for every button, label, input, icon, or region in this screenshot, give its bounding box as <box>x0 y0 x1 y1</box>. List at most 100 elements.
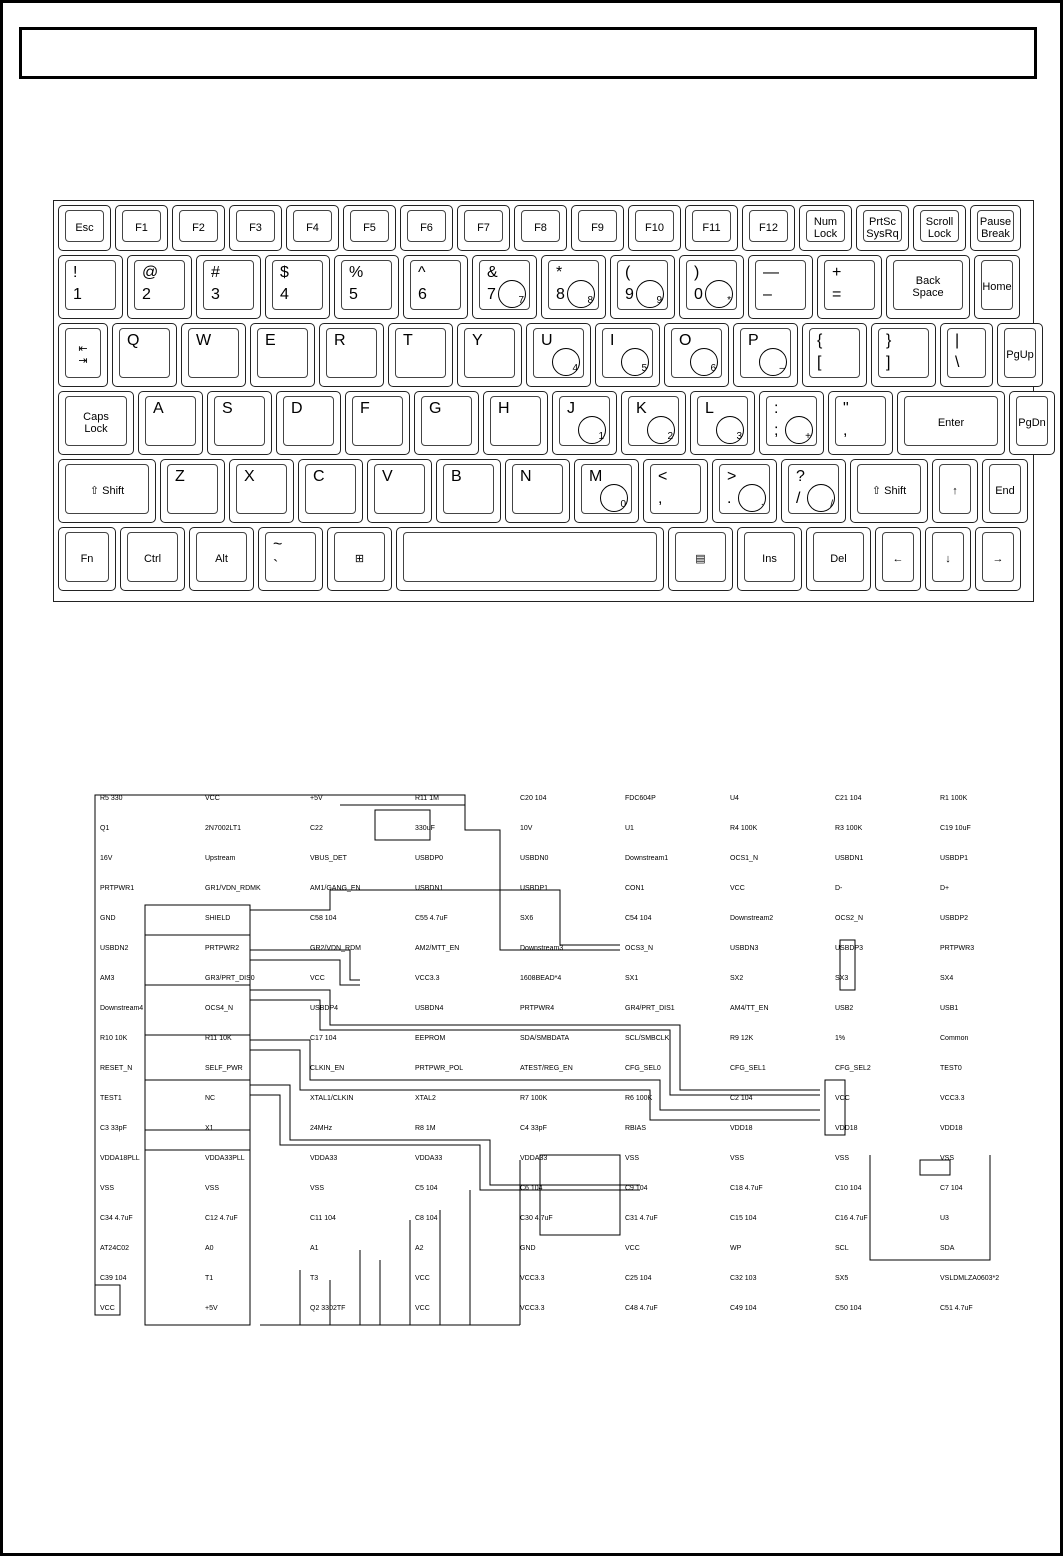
schematic-label: 16V <box>100 855 113 862</box>
schematic-label: OCS2_N <box>835 915 863 922</box>
key-5-3: ~` <box>258 527 323 591</box>
schematic-label: CFG_SEL0 <box>625 1065 661 1072</box>
schematic-label: A0 <box>205 1245 214 1252</box>
schematic-label: VSLDMLZA0603*2 <box>940 1275 999 1282</box>
key-4-2: X <box>229 459 294 523</box>
key-5-10: ↓ <box>925 527 971 591</box>
schematic-label: EEPROM <box>415 1035 446 1042</box>
key-1-9: )0* <box>679 255 744 319</box>
schematic-label: VCC3.3 <box>520 1305 545 1312</box>
schematic-label: C18 4.7uF <box>730 1185 763 1192</box>
schematic-label: USBDP2 <box>940 915 968 922</box>
schematic-label: C22 <box>310 825 323 832</box>
schematic-label: SX1 <box>625 975 638 982</box>
key-4-12: ↑ <box>932 459 978 523</box>
schematic-label: USBDN0 <box>520 855 549 862</box>
schematic-label: C25 104 <box>625 1275 652 1282</box>
schematic-label: VSS <box>310 1185 324 1192</box>
schematic-label: NC <box>205 1095 215 1102</box>
schematic-label: USBDN2 <box>100 945 129 952</box>
key-3-10: :;+ <box>759 391 824 455</box>
crystal-x1 <box>94 1284 121 1316</box>
schematic-label: C17 104 <box>310 1035 337 1042</box>
schematic-label: SCL <box>835 1245 849 1252</box>
key-5-9: ← <box>875 527 921 591</box>
connector-con1 <box>839 939 856 991</box>
key-1-4: %5 <box>334 255 399 319</box>
schematic-label: AM1/GANG_EN <box>310 885 361 892</box>
schematic-label: SELF_PWR <box>205 1065 243 1072</box>
schematic-label: Upstream <box>205 855 236 862</box>
schematic-label: D- <box>835 885 843 892</box>
schematic-label: C10 104 <box>835 1185 862 1192</box>
schematic-label: C7 104 <box>940 1185 963 1192</box>
key-5-4: ⊞ <box>327 527 392 591</box>
schematic-label: A2 <box>415 1245 424 1252</box>
chip-q2 <box>919 1159 951 1176</box>
schematic-label: AT24C02 <box>100 1245 129 1252</box>
chip-u1 <box>144 904 251 1326</box>
schematic-label: R9 12K <box>730 1035 754 1042</box>
schematic-label: USBDN4 <box>415 1005 444 1012</box>
schematic-label: R1 100K <box>940 795 968 802</box>
schematic-label: GR1/VDN_RDMK <box>205 885 261 892</box>
schematic-label: USBDP0 <box>415 855 443 862</box>
schematic-label: VDDA33PLL <box>205 1155 245 1162</box>
key-4-13: End <box>982 459 1028 523</box>
schematic-label: U1 <box>625 825 634 832</box>
schematic-label: Downstream1 <box>625 855 668 862</box>
schematic-label: R11 1M <box>415 795 439 802</box>
schematic-label: C32 103 <box>730 1275 757 1282</box>
key-1-3: $4 <box>265 255 330 319</box>
schematic-label: R6 100K <box>625 1095 653 1102</box>
schematic-label: OCS4_N <box>205 1005 233 1012</box>
schematic-label: C55 4.7uF <box>415 915 448 922</box>
schematic-label: C19 10uF <box>940 825 971 832</box>
schematic-label: VSS <box>625 1155 639 1162</box>
key-3-13: PgDn <box>1009 391 1055 455</box>
schematic-label: PRTPWR1 <box>100 885 134 892</box>
key-4-3: C <box>298 459 363 523</box>
schematic-label: VDD18 <box>730 1125 753 1132</box>
key-0-8: F8 <box>514 205 567 251</box>
schematic-label: C16 4.7uF <box>835 1215 868 1222</box>
schematic-label: VCC3.3 <box>940 1095 965 1102</box>
key-0-12: F12 <box>742 205 795 251</box>
schematic-label: +5V <box>205 1305 218 1312</box>
schematic-label: VCC <box>100 1305 115 1312</box>
schematic-label: VSS <box>205 1185 219 1192</box>
schematic-label: VCC <box>625 1245 640 1252</box>
schematic-label: GND <box>100 915 116 922</box>
schematic-label: VSS <box>835 1155 849 1162</box>
schematic-label: C48 4.7uF <box>625 1305 658 1312</box>
schematic-label: C31 4.7uF <box>625 1215 658 1222</box>
schematic-label: C11 104 <box>310 1215 336 1222</box>
key-2-1: Q <box>112 323 177 387</box>
schematic-label: USBDP1 <box>940 855 968 862</box>
schematic-label: TEST0 <box>940 1065 962 1072</box>
key-3-2: S <box>207 391 272 455</box>
schematic-label: VCC <box>415 1275 430 1282</box>
schematic-label: C34 4.7uF <box>100 1215 133 1222</box>
key-3-12: Enter <box>897 391 1005 455</box>
schematic-label: C3 33pF <box>100 1125 127 1132</box>
schematic-label: PRTPWR2 <box>205 945 239 952</box>
schematic-label: GR4/PRT_DIS1 <box>625 1005 675 1012</box>
schematic-label: X1 <box>205 1125 214 1132</box>
schematic-label: 24MHz <box>310 1125 333 1132</box>
key-1-1: @2 <box>127 255 192 319</box>
schematic-label: VDD18 <box>835 1125 858 1132</box>
key-2-6: Y <box>457 323 522 387</box>
schematic-label: VCC <box>205 795 220 802</box>
schematic-label: Downstream2 <box>730 915 773 922</box>
schematic-label: SCL/SMBCLK <box>625 1035 670 1042</box>
schematic-label: VBUS_DET <box>310 855 348 862</box>
key-2-5: T <box>388 323 453 387</box>
key-2-2: W <box>181 323 246 387</box>
